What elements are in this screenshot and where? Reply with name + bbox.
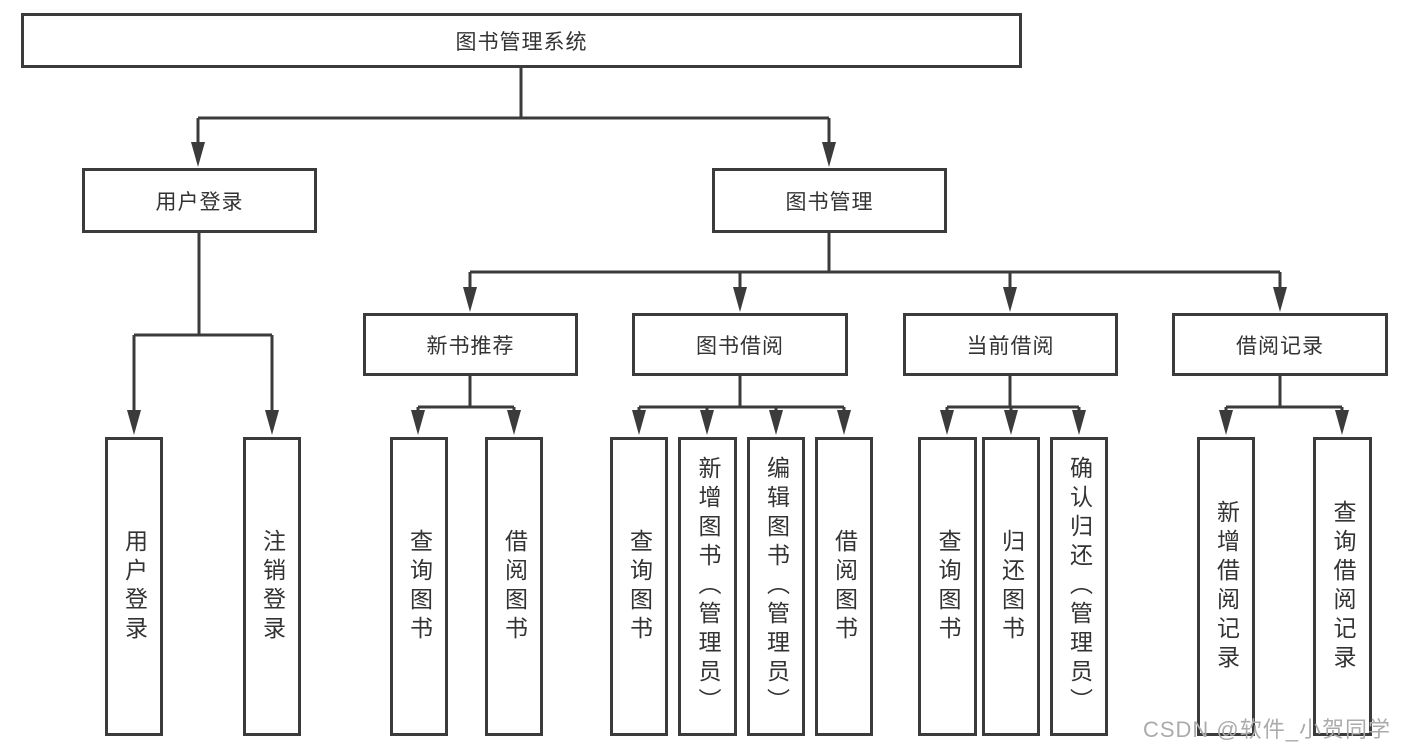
node-new-book-recommend: 新书推荐 [363, 313, 578, 376]
node-book-borrowing: 图书借阅 [632, 313, 848, 376]
node-user-login-label: 用户登录 [155, 190, 244, 214]
leaf-borrow-books-recommend: 借阅图书 [485, 437, 543, 736]
leaf-user-login: 用户登录 [105, 437, 163, 736]
node-borrowing-records-label: 借阅记录 [1236, 334, 1324, 358]
node-user-login: 用户登录 [82, 168, 317, 233]
node-current-borrowing-label: 当前借阅 [966, 334, 1055, 358]
leaf-query-books-borrow: 查询图书 [610, 437, 668, 736]
leaf-add-borrow-record: 新增借阅记录 [1197, 437, 1255, 736]
watermark-text: CSDN @软件_小贺同学 [1142, 717, 1391, 742]
node-root-label: 图书管理系统 [455, 30, 588, 54]
node-book-borrowing-label: 图书借阅 [696, 334, 784, 358]
leaf-query-books-current: 查询图书 [918, 437, 977, 736]
leaf-logout: 注销登录 [243, 437, 301, 736]
node-root: 图书管理系统 [21, 13, 1022, 68]
node-book-management: 图书管理 [712, 168, 947, 233]
node-new-book-recommend-label: 新书推荐 [426, 334, 515, 358]
leaf-confirm-return-admin: 确认归还（管理员） [1050, 437, 1108, 736]
node-book-management-label: 图书管理 [785, 190, 874, 214]
leaf-query-borrow-record: 查询借阅记录 [1313, 437, 1372, 736]
leaf-borrow-books: 借阅图书 [815, 437, 873, 736]
leaf-add-books-admin: 新增图书（管理员） [678, 437, 737, 736]
leaf-return-books: 归还图书 [982, 437, 1040, 736]
node-current-borrowing: 当前借阅 [903, 313, 1118, 376]
arrowhead-icons [127, 142, 1349, 435]
node-borrowing-records: 借阅记录 [1172, 313, 1388, 376]
leaf-edit-books-admin: 编辑图书（管理员） [747, 437, 805, 736]
leaf-query-books-recommend: 查询图书 [390, 437, 448, 736]
